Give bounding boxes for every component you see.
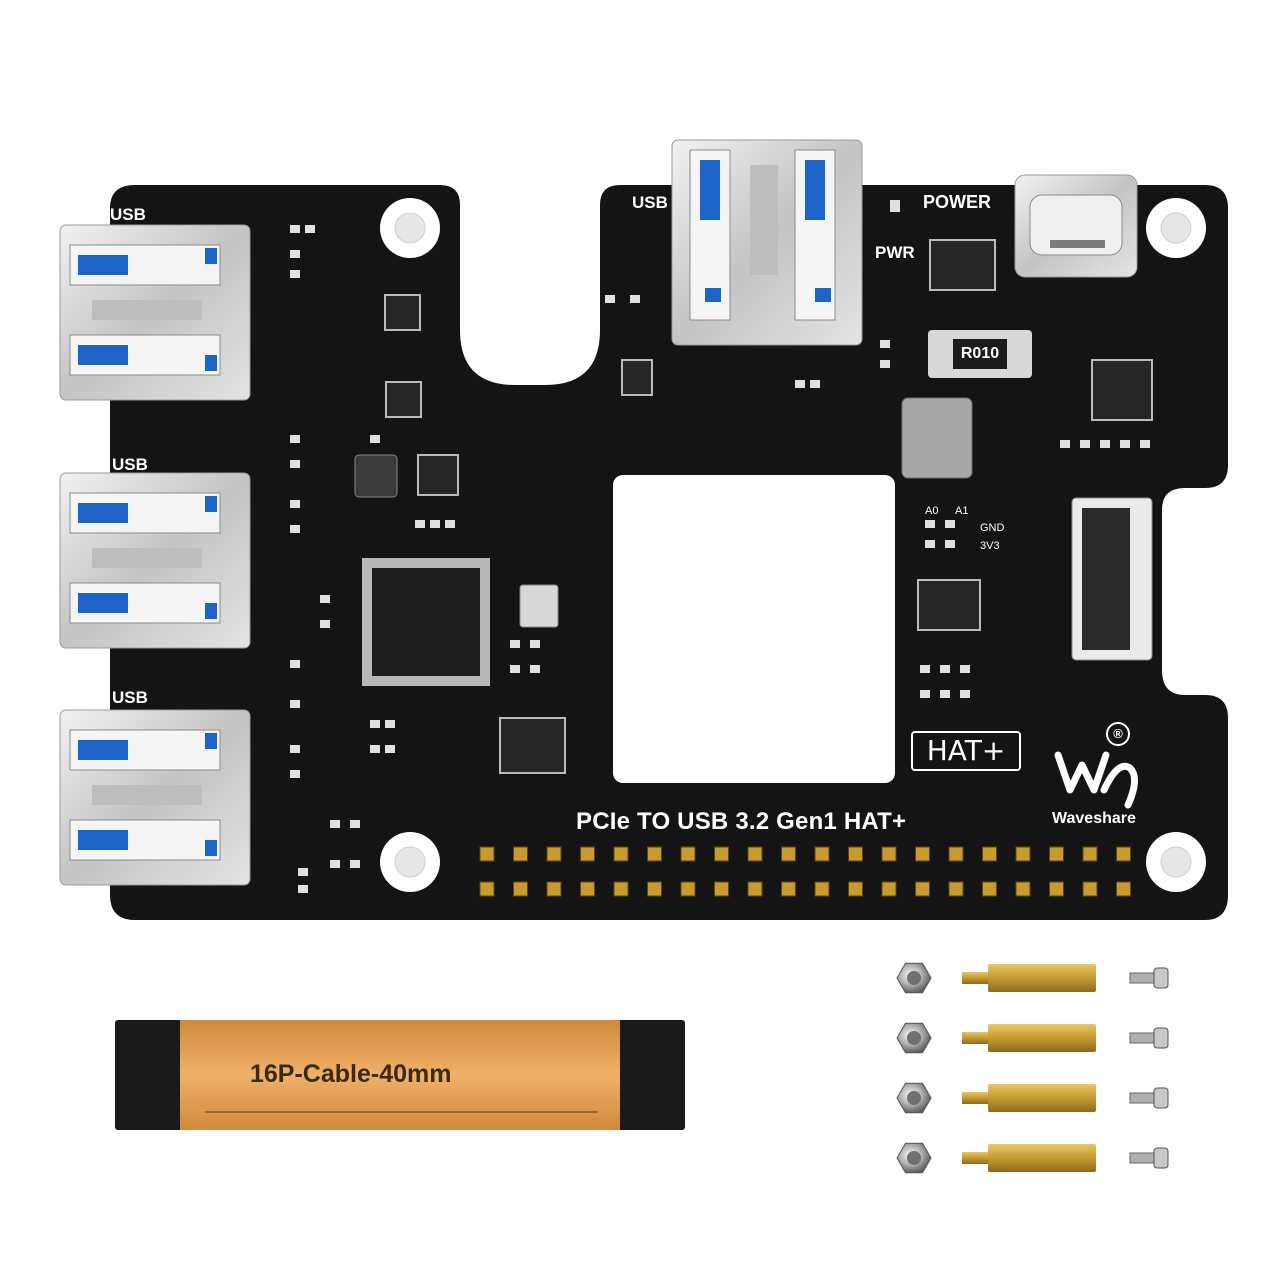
usb-label-2: USB xyxy=(112,455,148,474)
gpio-pin xyxy=(982,846,997,862)
screw-head xyxy=(1153,1027,1169,1049)
gpio-pin xyxy=(1116,846,1131,862)
gpio-pin xyxy=(714,846,729,862)
usb-port-top xyxy=(671,139,863,346)
gpio-pin xyxy=(948,881,964,897)
gpio-pin xyxy=(747,881,763,897)
gpio-pin xyxy=(915,846,930,862)
resistor-marking: R010 xyxy=(952,339,1008,369)
board-cutout xyxy=(613,475,895,783)
nut-hole xyxy=(907,1151,921,1165)
nut-hole xyxy=(907,1031,921,1045)
shunt-resistor: R010 xyxy=(928,330,1032,378)
usb-port-2 xyxy=(59,472,251,649)
nut-hole xyxy=(907,971,921,985)
gpio-pin xyxy=(1015,881,1031,897)
brass-standoff xyxy=(988,1024,1096,1052)
pwr-label: PWR xyxy=(875,243,915,262)
gpio-pin xyxy=(1082,881,1098,897)
usb-label-3: USB xyxy=(112,688,148,707)
gpio-pin xyxy=(546,846,562,862)
ic-components xyxy=(384,239,1153,774)
usb-label-1: USB xyxy=(110,205,146,224)
smd-pads xyxy=(290,200,1150,893)
mounting-holes xyxy=(380,198,1206,892)
screw-kit xyxy=(896,962,1169,1174)
gpio-pin xyxy=(647,846,662,862)
gpio-pin xyxy=(948,846,964,862)
gpio-pin xyxy=(781,881,796,897)
gpio-pin xyxy=(1049,846,1064,862)
gpio-pin xyxy=(714,881,729,897)
gpio-pin xyxy=(814,846,830,862)
screw-shaft xyxy=(1129,1092,1155,1104)
usb-port-3 xyxy=(59,709,251,886)
registered-mark: ® xyxy=(1106,722,1130,746)
standoff-thread xyxy=(962,1032,990,1044)
pad-label-a1: A1 xyxy=(955,505,969,517)
gpio-pin xyxy=(1116,881,1131,897)
gpio-pin xyxy=(613,846,629,862)
gpio-pin xyxy=(982,881,997,897)
pad-label-a0: A0 xyxy=(925,505,939,517)
standoff-thread xyxy=(962,1152,990,1164)
usb-c-port xyxy=(1014,174,1138,278)
pad-label-3v3: 3V3 xyxy=(980,540,1000,552)
gpio-pin xyxy=(881,846,897,862)
gpio-pin xyxy=(513,881,528,897)
gpio-pin xyxy=(848,881,863,897)
gpio-pin xyxy=(915,881,930,897)
gpio-pin xyxy=(546,881,562,897)
gpio-header xyxy=(479,846,1131,897)
gpio-pin xyxy=(1015,846,1031,862)
hat-badge: HAT+ xyxy=(911,731,1021,771)
gpio-pin xyxy=(513,846,528,862)
gpio-pin xyxy=(580,846,595,862)
gpio-pin xyxy=(781,846,796,862)
gpio-pin xyxy=(881,881,897,897)
brass-standoff xyxy=(988,1144,1096,1172)
screw-shaft xyxy=(1129,1032,1155,1044)
controller-chip xyxy=(362,558,490,686)
gpio-pin xyxy=(479,846,495,862)
fpc-connector xyxy=(1071,497,1153,661)
standoff-thread xyxy=(962,972,990,984)
nut-hole xyxy=(907,1091,921,1105)
gpio-pin xyxy=(848,846,863,862)
screw-head xyxy=(1153,1147,1169,1169)
cable-label: 16P-Cable-40mm xyxy=(250,1060,452,1088)
usb-label-top: USB xyxy=(632,193,668,212)
gpio-pin xyxy=(1049,881,1064,897)
gpio-pin xyxy=(680,846,696,862)
brass-standoff xyxy=(988,964,1096,992)
brand-name: Waveshare xyxy=(1052,810,1136,827)
screw-shaft xyxy=(1129,972,1155,984)
gpio-pin xyxy=(1082,846,1098,862)
screw-head xyxy=(1153,967,1169,989)
brass-standoff xyxy=(988,1084,1096,1112)
gpio-pin xyxy=(580,881,595,897)
pad-label-gnd: GND xyxy=(980,522,1005,534)
usb-port-1 xyxy=(59,224,251,401)
standoff-thread xyxy=(962,1092,990,1104)
gpio-pin xyxy=(747,846,763,862)
gpio-pin xyxy=(647,881,662,897)
gpio-pin xyxy=(680,881,696,897)
gpio-pin xyxy=(613,881,629,897)
inductors xyxy=(354,397,973,628)
gpio-pin xyxy=(814,881,830,897)
gpio-pin xyxy=(479,881,495,897)
ribbon-cable xyxy=(115,1020,685,1130)
power-label: POWER xyxy=(923,192,992,212)
waveshare-logo xyxy=(1054,751,1138,809)
screw-head xyxy=(1153,1087,1169,1109)
screw-shaft xyxy=(1129,1152,1155,1164)
board-title: PCIe TO USB 3.2 Gen1 HAT+ xyxy=(576,808,907,835)
